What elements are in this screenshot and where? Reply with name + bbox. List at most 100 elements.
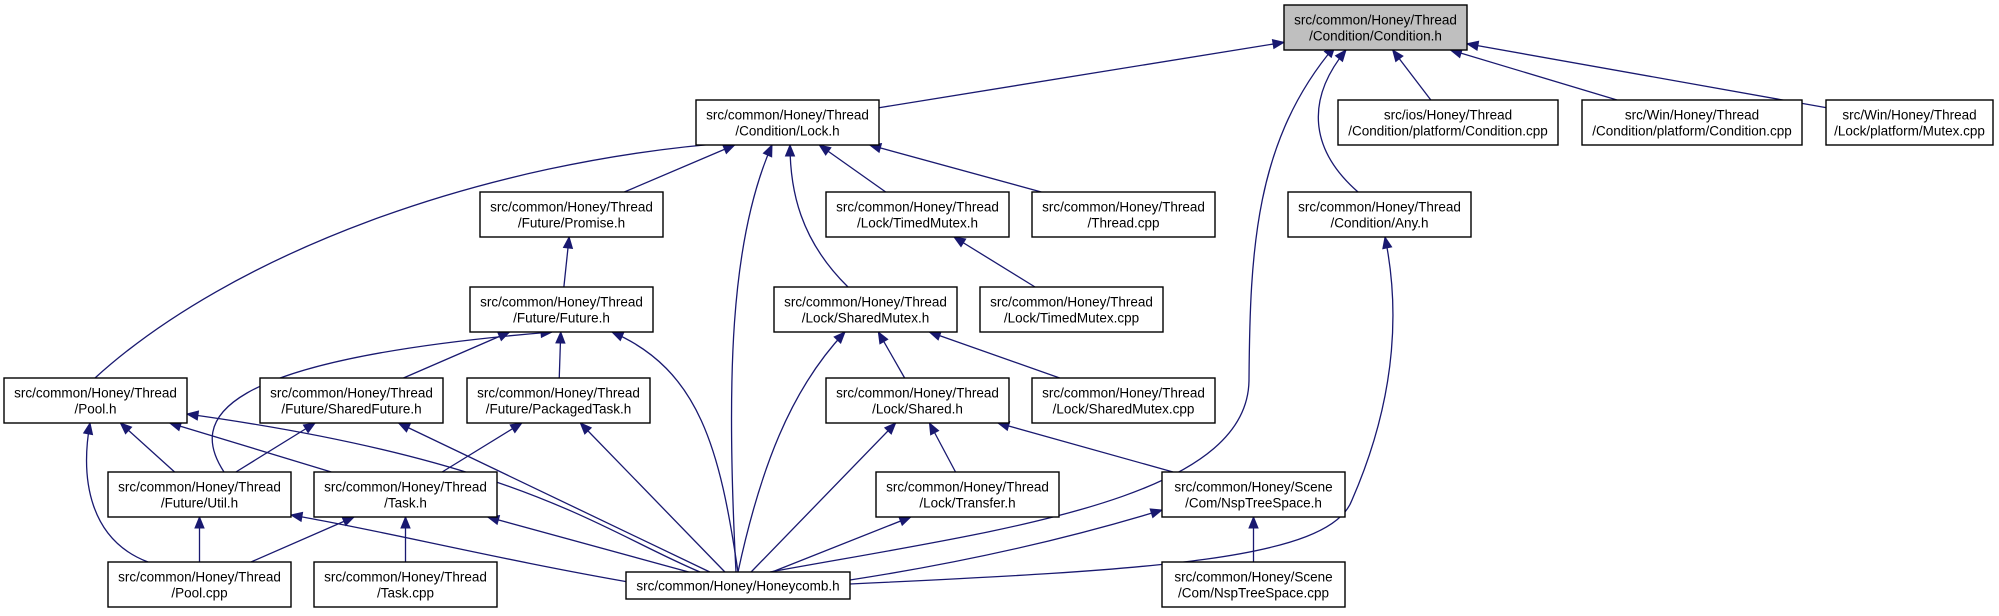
- node-pool-cpp[interactable]: src/common/Honey/Thread/Pool.cpp: [107, 561, 292, 608]
- node-timedmutex-h[interactable]: src/common/Honey/Thread/Lock/TimedMutex.…: [825, 191, 1010, 238]
- node-honeycomb[interactable]: src/common/Honey/Honeycomb.h: [625, 571, 851, 600]
- node-transfer-h[interactable]: src/common/Honey/Thread/Lock/Transfer.h: [875, 471, 1060, 518]
- node-label-line: src/Win/Honey/Thread: [1842, 108, 1976, 123]
- node-util-h[interactable]: src/common/Honey/Thread/Future/Util.h: [107, 471, 292, 518]
- arrowhead-icon: [722, 144, 736, 155]
- arrowhead-icon: [119, 422, 133, 435]
- edge-task_cpp-to-task_h: [400, 515, 411, 562]
- node-label-line: src/common/Honey/Thread: [270, 386, 433, 401]
- node-timedmutex-cpp[interactable]: src/common/Honey/Thread/Lock/TimedMutex.…: [979, 286, 1164, 333]
- node-label-line: src/common/Honey/Thread: [706, 108, 869, 123]
- node-thread-cpp[interactable]: src/common/Honey/Thread/Thread.cpp: [1031, 191, 1216, 238]
- node-box: [875, 471, 1060, 518]
- node-box: [107, 561, 292, 608]
- arrowhead-icon: [762, 143, 773, 158]
- edge-task_h-to-packagedtask: [441, 422, 524, 473]
- node-label-line: /Lock/platform/Mutex.cpp: [1834, 124, 1985, 139]
- edge-ios_cond-to-cond_h: [1391, 48, 1432, 101]
- node-task-h[interactable]: src/common/Honey/Thread/Task.h: [313, 471, 498, 518]
- arrowhead-icon: [194, 515, 205, 529]
- node-box: [1031, 377, 1216, 424]
- arrowhead-icon: [562, 235, 574, 249]
- node-sharedmutex-cpp[interactable]: src/common/Honey/Thread/Lock/SharedMutex…: [1031, 377, 1216, 424]
- arrowhead-icon: [898, 516, 912, 527]
- node-label-line: /Condition/Condition.h: [1309, 29, 1442, 44]
- node-box: [1825, 99, 1994, 146]
- edge-util_h-to-sharedfuture: [235, 422, 317, 473]
- node-box: [259, 377, 444, 424]
- node-label-line: /Lock/Transfer.h: [919, 496, 1015, 511]
- node-label-line: /Condition/Any.h: [1330, 216, 1428, 231]
- node-label-line: /Future/SharedFuture.h: [281, 402, 421, 417]
- node-label-line: /Lock/TimedMutex.h: [857, 216, 978, 231]
- node-win-cond[interactable]: src/Win/Honey/Thread/Condition/platform/…: [1581, 99, 1803, 146]
- edge-honeycomb-to-transfer_h: [771, 516, 912, 573]
- node-packagedtask[interactable]: src/common/Honey/Thread/Future/PackagedT…: [466, 377, 651, 424]
- node-box: [825, 377, 1010, 424]
- node-nsp-h[interactable]: src/common/Honey/Scene/Com/NspTreeSpace.…: [1161, 471, 1346, 518]
- edge-honeycomb-to-nsp_h: [849, 508, 1164, 581]
- node-pool-h[interactable]: src/common/Honey/Thread/Pool.h: [3, 377, 188, 424]
- node-box: [773, 286, 958, 333]
- node-cond-h: src/common/Honey/Thread/Condition/Condit…: [1283, 4, 1468, 51]
- arrowhead-icon: [509, 422, 524, 434]
- node-box: [313, 561, 498, 608]
- edge-honeycomb-to-sharedmutex_h: [737, 331, 846, 573]
- node-box: [625, 571, 851, 600]
- node-label-line: src/Win/Honey/Thread: [1625, 108, 1759, 123]
- edge-pool_cpp-to-task_h: [250, 516, 356, 563]
- node-any-h[interactable]: src/common/Honey/Thread/Condition/Any.h: [1287, 191, 1472, 238]
- node-nsp-cpp[interactable]: src/common/Honey/Scene/Com/NspTreeSpace.…: [1161, 561, 1346, 608]
- node-label-line: /Lock/Shared.h: [872, 402, 963, 417]
- node-sharedfuture[interactable]: src/common/Honey/Thread/Future/SharedFut…: [259, 377, 444, 424]
- node-promise[interactable]: src/common/Honey/Thread/Future/Promise.h: [479, 191, 664, 238]
- graph-nodes: src/common/Honey/Thread/Condition/Condit…: [3, 4, 1994, 608]
- node-box: [313, 471, 498, 518]
- arrowhead-icon: [397, 422, 412, 433]
- edge-timedmutex_cpp-to-timedmutex_h: [952, 236, 1036, 288]
- arrowhead-icon: [877, 330, 889, 345]
- arrowhead-icon: [784, 143, 796, 157]
- node-label-line: /Condition/platform/Condition.cpp: [1592, 124, 1792, 139]
- node-win-mutex[interactable]: src/Win/Honey/Thread/Lock/platform/Mutex…: [1825, 99, 1994, 146]
- node-future-h[interactable]: src/common/Honey/Thread/Future/Future.h: [469, 286, 654, 333]
- edge-nsp_h-to-shared_h: [996, 421, 1174, 473]
- node-box: [479, 191, 664, 238]
- arrowhead-icon: [1248, 515, 1259, 529]
- node-label-line: /Lock/SharedMutex.cpp: [1053, 402, 1195, 417]
- node-label-line: /Com/NspTreeSpace.cpp: [1178, 586, 1329, 601]
- arrowhead-icon: [82, 421, 94, 436]
- node-ios-cond[interactable]: src/ios/Honey/Thread/Condition/platform/…: [1337, 99, 1559, 146]
- node-label-line: src/common/Honey/Thread: [1042, 386, 1205, 401]
- node-lock-h[interactable]: src/common/Honey/Thread/Condition/Lock.h: [695, 99, 880, 146]
- node-label-line: src/common/Honey/Thread: [836, 200, 999, 215]
- edge-honeycomb-to-shared_h: [750, 422, 897, 573]
- edge-util_h-to-pool_h: [119, 422, 176, 473]
- node-box: [1031, 191, 1216, 238]
- edge-pool_cpp-to-util_h: [194, 515, 205, 562]
- edge-win_cond-to-cond_h: [1449, 48, 1618, 101]
- node-shared-h[interactable]: src/common/Honey/Thread/Lock/Shared.h: [825, 377, 1010, 424]
- node-label-line: src/common/Honey/Thread: [324, 480, 487, 495]
- node-box: [1161, 471, 1346, 518]
- node-sharedmutex-h[interactable]: src/common/Honey/Thread/Lock/SharedMutex…: [773, 286, 958, 333]
- node-label-line: src/common/Honey/Thread: [324, 570, 487, 585]
- node-label-line: src/common/Honey/Thread: [118, 570, 281, 585]
- node-label-line: /Task.cpp: [377, 586, 434, 601]
- arrowhead-icon: [952, 236, 967, 248]
- arrowhead-icon: [1149, 508, 1164, 519]
- node-box: [1337, 99, 1559, 146]
- node-task-cpp[interactable]: src/common/Honey/Thread/Task.cpp: [313, 561, 498, 608]
- node-label-line: /Pool.h: [74, 402, 116, 417]
- edge-pool_cpp-to-pool_h: [82, 421, 149, 563]
- node-label-line: src/common/Honey/Thread: [886, 480, 1049, 495]
- arrowhead-icon: [1382, 235, 1393, 250]
- node-label-line: /Condition/Lock.h: [735, 124, 839, 139]
- arrowhead-icon: [289, 511, 304, 523]
- edge-packagedtask-to-future_h: [555, 330, 566, 379]
- node-label-line: /Future/Util.h: [161, 496, 238, 511]
- arrowhead-icon: [555, 330, 566, 344]
- edge-any_h-to-cond_h: [1317, 48, 1359, 193]
- node-label-line: /Task.h: [384, 496, 427, 511]
